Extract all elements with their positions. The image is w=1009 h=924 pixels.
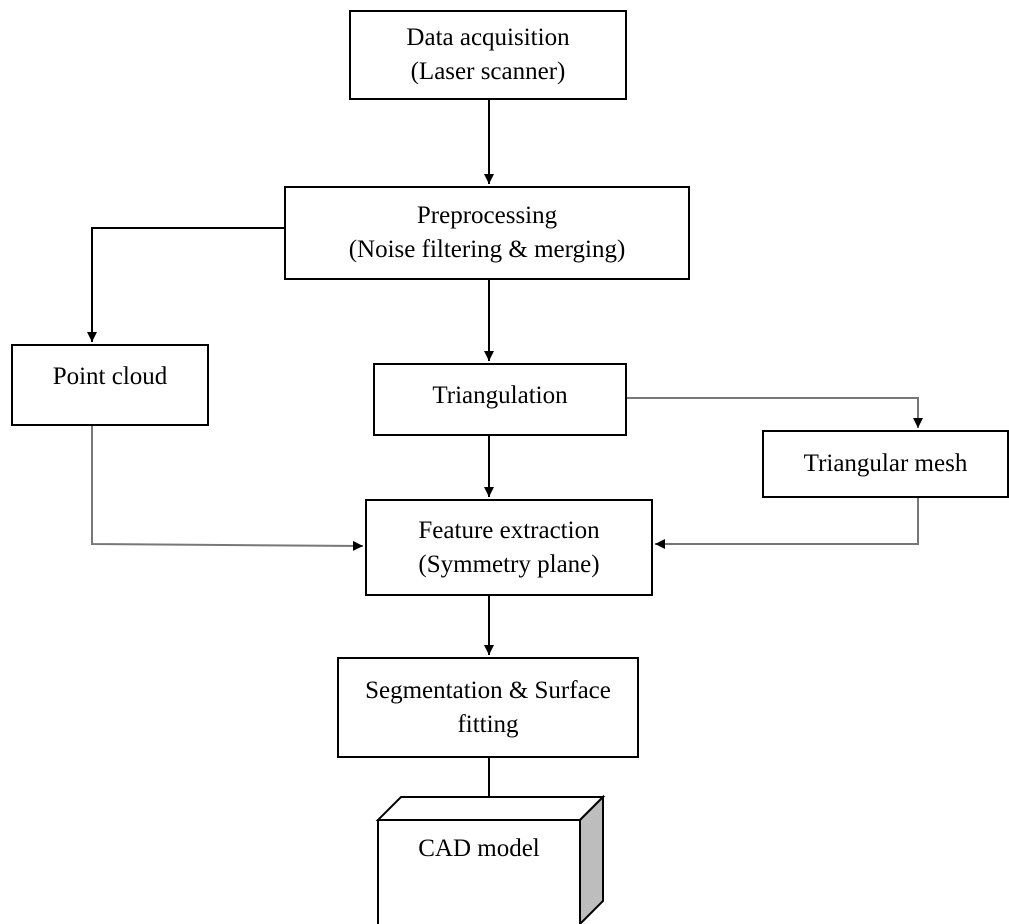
node-label-line2: (Laser scanner): [410, 58, 566, 85]
node-label-line1: Point cloud: [52, 363, 168, 390]
node-label-line1: Triangulation: [432, 382, 568, 409]
node-triangular-mesh: Triangular mesh: [762, 430, 1009, 498]
node-feature-extraction: Feature extraction (Symmetry plane): [365, 499, 653, 596]
node-label-line1: Data acquisition: [406, 24, 570, 51]
node-data-acquisition: Data acquisition (Laser scanner): [349, 10, 627, 100]
node-label-line1: Triangular mesh: [803, 450, 968, 477]
node-label-line1: Preprocessing: [416, 202, 558, 229]
node-label-line2: (Noise filtering & merging): [348, 236, 626, 263]
cad-model-box: [375, 794, 606, 924]
node-label-line2: fitting: [457, 710, 519, 738]
edge-point-cloud-to-feature-extraction: [91, 425, 364, 551]
node-label-line1: Feature extraction: [418, 516, 600, 544]
edge-preprocessing-to-point-cloud: [87, 227, 284, 342]
node-label-line1: Segmentation & Surface: [365, 676, 611, 704]
node-cad-model-label: CAD model: [418, 835, 540, 862]
edge-triangulation-to-triangular-mesh: [626, 397, 923, 428]
node-point-cloud: Point cloud: [11, 344, 209, 426]
node-preprocessing: Preprocessing (Noise filtering & merging…: [284, 186, 690, 280]
edge-triangular-mesh-to-feature-extraction: [655, 497, 919, 549]
node-triangulation: Triangulation: [373, 363, 627, 436]
node-label-line2: (Symmetry plane): [418, 550, 600, 578]
node-segmentation: Segmentation & Surface fitting: [337, 657, 639, 758]
